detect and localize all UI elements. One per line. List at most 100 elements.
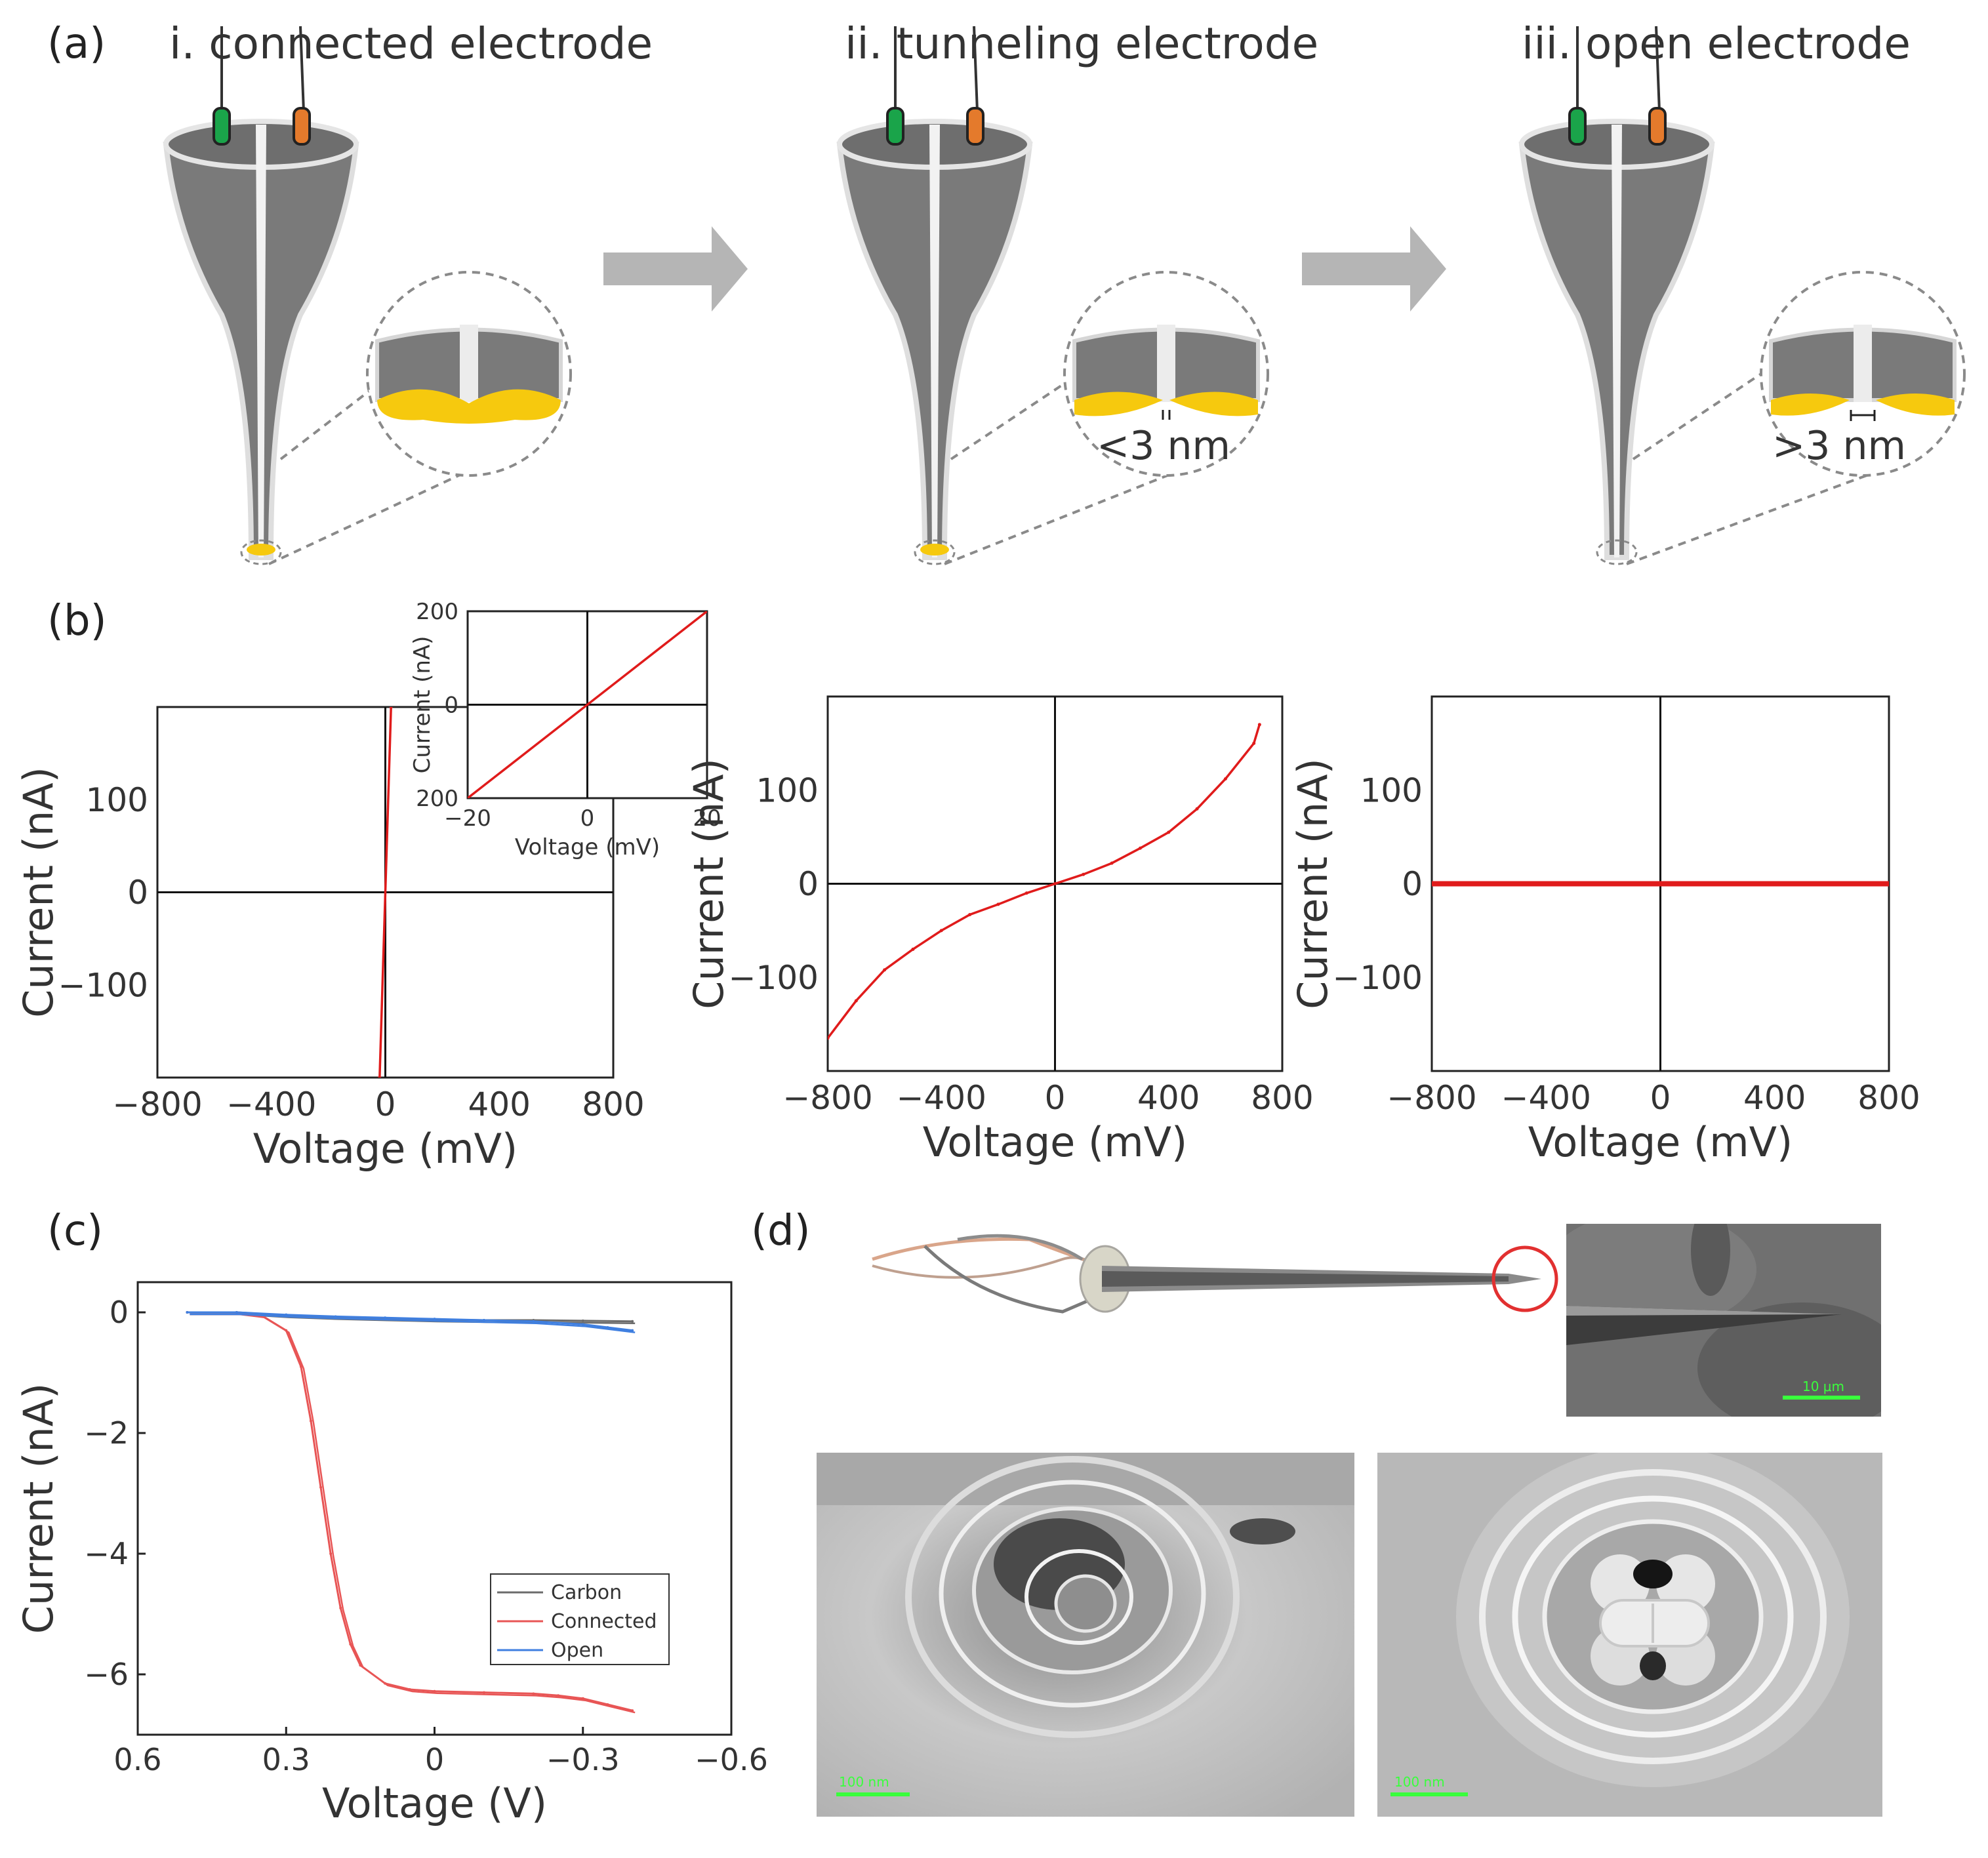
panel-label-d: (d) <box>751 1207 811 1255</box>
data-point <box>384 1682 387 1685</box>
data-point <box>235 1311 238 1314</box>
data-point <box>299 1365 302 1368</box>
data-point <box>854 999 858 1003</box>
title-connected-electrode: i. connected electrode <box>169 18 653 69</box>
x-tick-label: −0.3 <box>546 1742 620 1777</box>
data-point <box>319 1485 323 1489</box>
data-point <box>1195 807 1199 811</box>
x-tick-label: 0 <box>1045 1079 1066 1117</box>
data-point <box>581 1323 584 1326</box>
y-tick-label: −2 <box>84 1415 129 1451</box>
electrode-schematic <box>0 0 1988 565</box>
data-point <box>339 1606 342 1609</box>
data-point <box>349 1643 352 1646</box>
x-tick-label: 0 <box>1650 1079 1671 1117</box>
data-point <box>1257 723 1261 727</box>
y-axis-label: Current (nA) <box>685 758 733 1009</box>
y-tick-label: 200 <box>416 599 458 625</box>
x-tick-label: −0.6 <box>695 1742 768 1777</box>
data-point <box>631 1320 634 1323</box>
data-point <box>606 1326 609 1329</box>
connected-magnifier <box>367 272 571 475</box>
sem-bottom-left-image: 100 nm <box>817 1453 1354 1817</box>
data-point <box>631 1709 634 1712</box>
x-axis-label: Voltage (mV) <box>923 1118 1187 1166</box>
scale-bar-label: 100 nm <box>839 1774 889 1790</box>
highlight-circle-icon <box>1491 1245 1558 1312</box>
y-tick-label: 0 <box>444 692 458 718</box>
y-tick-label: 100 <box>756 771 819 809</box>
x-tick-label: 0 <box>580 805 595 832</box>
x-tick-label: −400 <box>1501 1079 1591 1117</box>
data-point <box>433 1318 436 1321</box>
y-tick-label: −6 <box>84 1657 129 1692</box>
sem-tip-image: 10 μm <box>1566 1224 1881 1417</box>
y-tick-label: 0 <box>798 865 819 903</box>
x-tick-label: 800 <box>582 1085 644 1123</box>
data-point <box>631 1329 634 1332</box>
data-point <box>1887 882 1889 885</box>
data-point <box>186 1311 189 1314</box>
x-tick-label: 20 <box>693 805 721 832</box>
arrow-icon <box>1302 226 1446 312</box>
data-point <box>581 1697 584 1700</box>
data-point <box>968 913 972 917</box>
plot-frame <box>136 1281 733 1736</box>
legend-label: Carbon <box>551 1581 622 1604</box>
connected-pipette <box>166 26 356 565</box>
scale-bar-label: 10 μm <box>1802 1379 1845 1394</box>
series-line-connected-return <box>190 1313 636 1714</box>
data-point <box>1138 846 1142 850</box>
tunneling-magnifier <box>1065 272 1268 475</box>
x-tick-label: 800 <box>1857 1079 1920 1117</box>
data-point <box>939 929 943 933</box>
title-open-electrode: iii. open electrode <box>1522 18 1911 69</box>
y-tick-label: −100 <box>58 966 148 1004</box>
data-point <box>532 1320 535 1323</box>
tunneling-pipette <box>840 26 1030 565</box>
y-tick-label: 0 <box>1402 865 1423 903</box>
data-point <box>389 707 393 709</box>
data-point <box>581 1319 584 1322</box>
x-tick-label: 0.6 <box>113 1742 161 1777</box>
y-tick-label: 0 <box>110 1295 129 1330</box>
y-tick-label: 100 <box>1360 771 1423 809</box>
data-point <box>359 1664 362 1667</box>
data-point <box>408 1688 411 1691</box>
x-tick-label: 0 <box>425 1742 444 1777</box>
data-point <box>532 1692 535 1695</box>
data-point <box>1252 741 1256 745</box>
y-tick-label: −4 <box>84 1536 129 1571</box>
x-tick-label: −800 <box>782 1079 872 1117</box>
data-point <box>285 1329 288 1332</box>
data-point <box>911 947 915 951</box>
data-point <box>384 1316 387 1320</box>
y-axis-label: Current (nA) <box>14 767 62 1018</box>
series-line-0 <box>468 611 707 798</box>
x-tick-label: −400 <box>897 1079 986 1117</box>
data-point <box>1024 891 1028 895</box>
x-tick-label: −800 <box>112 1085 202 1123</box>
x-tick-label: −400 <box>226 1085 316 1123</box>
sem-bottom-right-image: 100 nm <box>1377 1453 1882 1817</box>
panel-label-a: (a) <box>47 20 106 68</box>
y-tick-label: −100 <box>1333 959 1423 997</box>
data-point <box>828 1036 830 1040</box>
data-point <box>433 1689 436 1693</box>
series-line-connected <box>187 1311 633 1712</box>
x-tick-label: 400 <box>468 1085 531 1123</box>
y-axis-label: Current (nA) <box>14 1383 62 1634</box>
x-tick-label: 400 <box>1137 1079 1200 1117</box>
data-point <box>557 1694 560 1697</box>
data-point <box>329 1552 333 1555</box>
data-point <box>883 968 887 972</box>
needle-photo <box>872 1234 1558 1314</box>
y-tick-label: 100 <box>86 781 148 819</box>
data-point <box>705 611 707 613</box>
x-axis-label: Voltage (mV) <box>1528 1118 1793 1166</box>
x-axis-label: Voltage (mV) <box>253 1125 517 1173</box>
x-tick-label: 400 <box>1743 1079 1806 1117</box>
